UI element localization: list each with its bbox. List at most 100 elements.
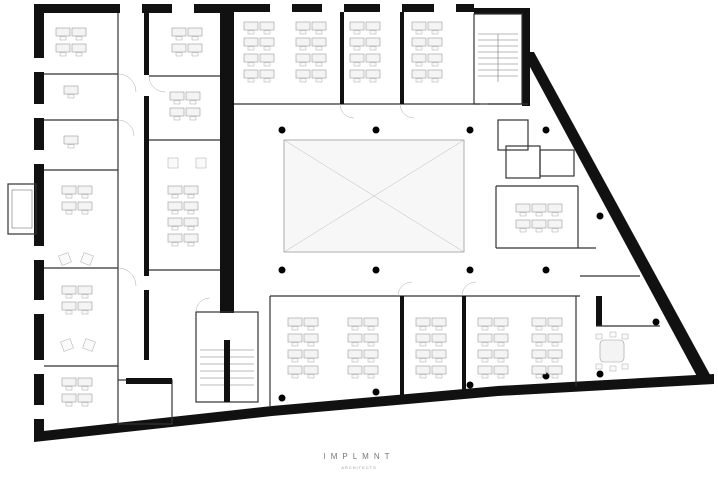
chair — [535, 374, 543, 379]
chair — [497, 358, 505, 363]
round-meeting-table — [595, 331, 629, 372]
chair — [187, 242, 195, 247]
chair — [367, 326, 375, 331]
desk — [287, 317, 303, 327]
desk — [531, 219, 547, 229]
chair — [497, 374, 505, 379]
desk — [365, 69, 381, 79]
chair — [551, 374, 559, 379]
chair — [291, 358, 299, 363]
chair — [65, 402, 73, 407]
desk — [61, 201, 77, 211]
desk — [187, 27, 203, 37]
chair — [291, 342, 299, 347]
desk — [431, 333, 447, 343]
desk — [259, 37, 275, 47]
desk — [493, 365, 509, 375]
chair — [65, 386, 73, 391]
atrium-void — [283, 139, 465, 253]
desk — [365, 53, 381, 63]
desk — [171, 43, 187, 53]
desk — [493, 317, 509, 327]
desk — [77, 393, 93, 403]
chair — [551, 228, 559, 233]
desk — [243, 21, 259, 31]
chair — [307, 358, 315, 363]
desk — [493, 333, 509, 343]
desk — [167, 201, 183, 211]
chair — [369, 62, 377, 67]
desk — [243, 69, 259, 79]
desk — [287, 365, 303, 375]
desk — [61, 285, 77, 295]
chair — [369, 78, 377, 83]
desk — [531, 317, 547, 327]
chair — [367, 358, 375, 363]
chair — [315, 30, 323, 35]
desk — [259, 53, 275, 63]
chair — [299, 78, 307, 83]
chair — [367, 374, 375, 379]
window-openings — [34, 4, 456, 419]
desk — [303, 349, 319, 359]
chair — [535, 326, 543, 331]
desk — [171, 27, 187, 37]
chair — [59, 36, 67, 41]
chair — [299, 30, 307, 35]
chair — [307, 342, 315, 347]
desk — [427, 53, 443, 63]
desk — [415, 333, 431, 343]
chair — [435, 326, 443, 331]
desk — [61, 301, 77, 311]
chair — [173, 116, 181, 121]
chair — [435, 358, 443, 363]
desk — [349, 37, 365, 47]
desk — [77, 201, 93, 211]
chair — [535, 228, 543, 233]
chair — [431, 78, 439, 83]
desk — [347, 317, 363, 327]
chair — [353, 46, 361, 51]
desk — [431, 317, 447, 327]
chair — [315, 78, 323, 83]
desk — [183, 201, 199, 211]
chair — [75, 36, 83, 41]
desk — [493, 349, 509, 359]
chair — [247, 46, 255, 51]
desk — [515, 219, 531, 229]
chair — [191, 52, 199, 57]
chair — [519, 228, 527, 233]
structural-columns — [278, 126, 660, 402]
stair-top-right — [473, 13, 523, 105]
desk — [477, 333, 493, 343]
chair — [299, 46, 307, 51]
chair — [435, 374, 443, 379]
desk — [303, 365, 319, 375]
chair — [351, 326, 359, 331]
chair — [351, 358, 359, 363]
chair — [263, 46, 271, 51]
chair — [291, 326, 299, 331]
chair — [247, 62, 255, 67]
desk — [415, 365, 431, 375]
chair — [189, 116, 197, 121]
chair — [171, 242, 179, 247]
chair — [247, 78, 255, 83]
chair — [497, 342, 505, 347]
desk — [169, 91, 185, 101]
desk — [427, 69, 443, 79]
chair — [419, 358, 427, 363]
desk — [363, 349, 379, 359]
chair — [367, 342, 375, 347]
desk — [303, 317, 319, 327]
chair — [415, 78, 423, 83]
desk — [531, 349, 547, 359]
desk — [431, 365, 447, 375]
chair — [431, 62, 439, 67]
chair — [187, 226, 195, 231]
desk — [311, 69, 327, 79]
desk — [77, 377, 93, 387]
chair — [191, 36, 199, 41]
chair — [369, 46, 377, 51]
